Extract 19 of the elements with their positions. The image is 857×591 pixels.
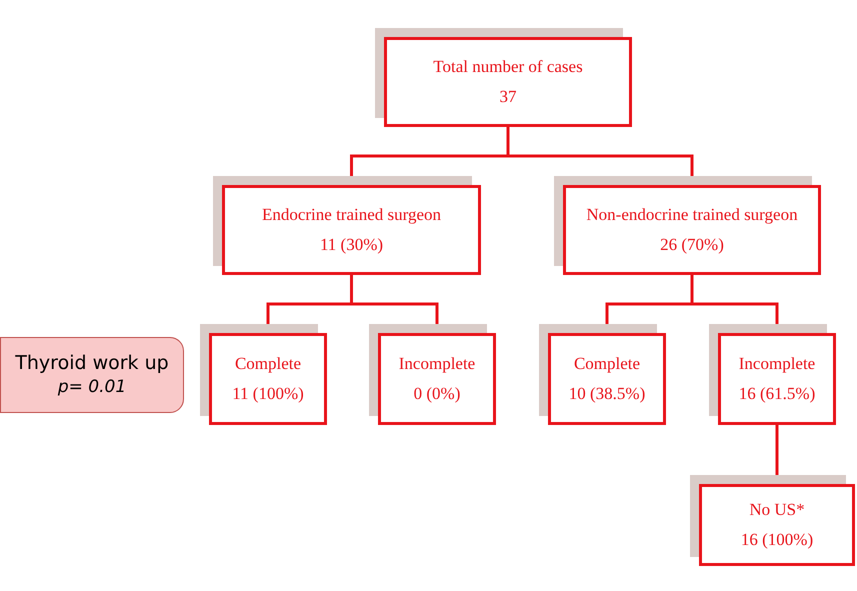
note-text: Thyroid work up [15,350,169,376]
node-text: 16 (100%) [740,529,814,551]
node-text: Complete [574,353,640,376]
node-text: Incomplete [738,353,816,376]
node-text: 37 [500,86,516,108]
note-text: p= 0.01 [58,376,126,400]
node-text: Total number of cases [433,56,583,78]
node-text: Non-endocrine trained surgeon [586,204,798,226]
node-text: 11 (30%) [320,234,384,256]
node-text: 11 (100%) [232,383,304,405]
node-text: Endocrine trained surgeon [262,204,442,226]
node-text: 10 (38.5%) [568,383,646,405]
node-text: Complete [234,353,302,376]
node-text: No US* [749,499,805,522]
node-text: 16 (61.5%) [738,383,816,405]
node-text: 0 (0%) [414,383,460,405]
node-text: 26 (70%) [660,234,724,256]
note-box [0,337,184,413]
node-text: Incomplete [398,353,476,376]
